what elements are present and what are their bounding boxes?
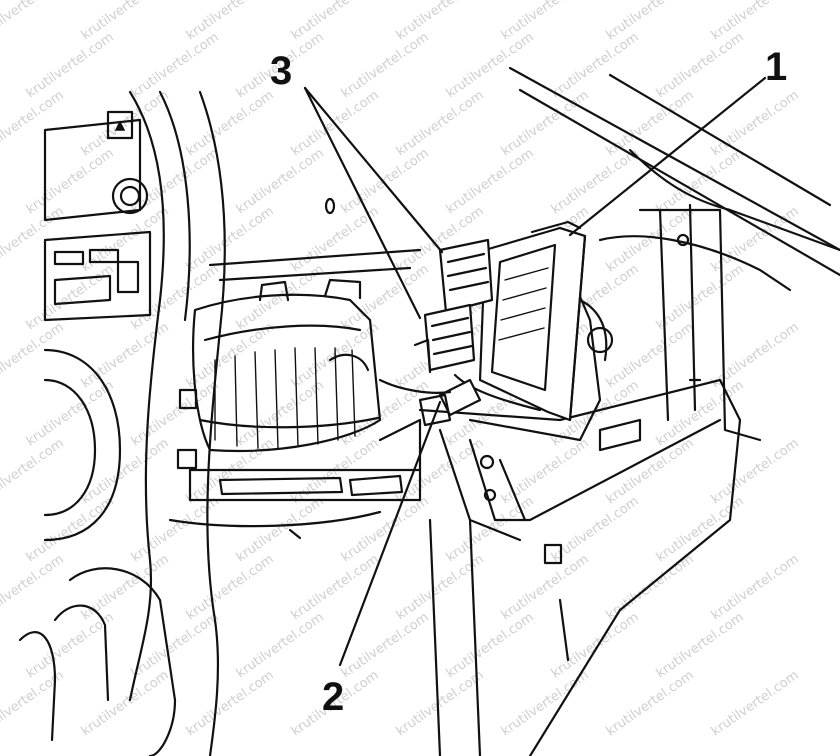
watermark-text: krutilvertel.com — [184, 320, 277, 391]
watermark-text: krutilvertel.com — [654, 30, 747, 101]
kick-panel — [418, 378, 742, 756]
watermark-text: krutilvertel.com — [709, 668, 802, 739]
watermark-text: krutilvertel.com — [709, 552, 802, 623]
watermark-text: krutilvertel.com — [339, 610, 432, 681]
watermark-text: krutilvertel.com — [709, 436, 802, 507]
watermark-text: krutilvertel.com — [549, 494, 642, 565]
watermark-text: krutilvertel.com — [79, 320, 172, 391]
watermark-text: krutilvertel.com — [184, 436, 277, 507]
watermark-text: krutilvertel.com — [654, 262, 747, 333]
watermark-text: krutilvertel.com — [289, 552, 382, 623]
body-control-module — [478, 220, 587, 422]
radio-panel — [43, 110, 152, 322]
watermark-text: krutilvertel.com — [499, 0, 592, 43]
watermark-text: krutilvertel.com — [24, 30, 117, 101]
watermark-text: krutilvertel.com — [79, 668, 172, 739]
watermark-text: krutilvertel.com — [394, 668, 487, 739]
watermark-text: krutilvertel.com — [499, 436, 592, 507]
hvac-blower-housing — [176, 278, 382, 470]
watermark-text: krutilvertel.com — [604, 204, 697, 275]
watermark-text: krutilvertel.com — [234, 146, 327, 217]
watermark-text: krutilvertel.com — [604, 0, 697, 43]
callout-1: 1 — [765, 45, 787, 89]
a-pillar-trim — [508, 66, 840, 442]
watermark-text: krutilvertel.com — [604, 668, 697, 739]
watermark-text: krutilvertel.com — [654, 494, 747, 565]
watermark-text: krutilvertel.com — [339, 494, 432, 565]
watermark-text: krutilvertel.com — [289, 0, 382, 43]
watermark-text: krutilvertel.com — [394, 88, 487, 159]
watermark-text: krutilvertel.com — [339, 30, 432, 101]
module-connectors — [413, 238, 494, 374]
watermark-text: krutilvertel.com — [184, 88, 277, 159]
upper-dash — [208, 197, 422, 282]
watermark-text: krutilvertel.com — [549, 30, 642, 101]
watermark-text: krutilvertel.com — [394, 0, 487, 43]
watermark-text: krutilvertel.com — [234, 378, 327, 449]
lower-dash-left — [18, 348, 177, 756]
watermark-text: krutilvertel.com — [234, 494, 327, 565]
watermark-text: krutilvertel.com — [129, 30, 222, 101]
steering-column-trim — [128, 90, 226, 756]
watermark-text: krutilvertel.com — [444, 146, 537, 217]
callout-3: 3 — [270, 49, 292, 93]
watermark-text: krutilvertel.com — [79, 88, 172, 159]
wiring-harness — [378, 373, 542, 427]
watermark-text: krutilvertel.com — [129, 262, 222, 333]
watermark-text: krutilvertel.com — [184, 0, 277, 43]
watermark-text: krutilvertel.com — [709, 204, 802, 275]
watermark-text: krutilvertel.com — [24, 494, 117, 565]
watermark-text: krutilvertel.com — [654, 610, 747, 681]
watermark-text: krutilvertel.com — [709, 0, 802, 43]
watermark-text: krutilvertel.com — [184, 552, 277, 623]
watermark-text: krutilvertel.com — [444, 610, 537, 681]
leader-lines — [303, 76, 767, 667]
watermark-text: krutilvertel.com — [709, 88, 802, 159]
watermark-text: krutilvertel.com — [79, 552, 172, 623]
watermark-text: krutilvertel.com — [184, 668, 277, 739]
watermark-text: krutilvertel.com — [549, 146, 642, 217]
watermark-text: krutilvertel.com — [604, 320, 697, 391]
watermark-text: krutilvertel.com — [79, 0, 172, 43]
callout-2: 2 — [322, 675, 344, 719]
watermark-text: krutilvertel.com — [24, 262, 117, 333]
watermark-text: krutilvertel.com — [0, 0, 67, 43]
watermark-text: krutilvertel.com — [234, 610, 327, 681]
watermark-text: krutilvertel.com — [129, 378, 222, 449]
watermark-text: krutilvertel.com — [24, 146, 117, 217]
